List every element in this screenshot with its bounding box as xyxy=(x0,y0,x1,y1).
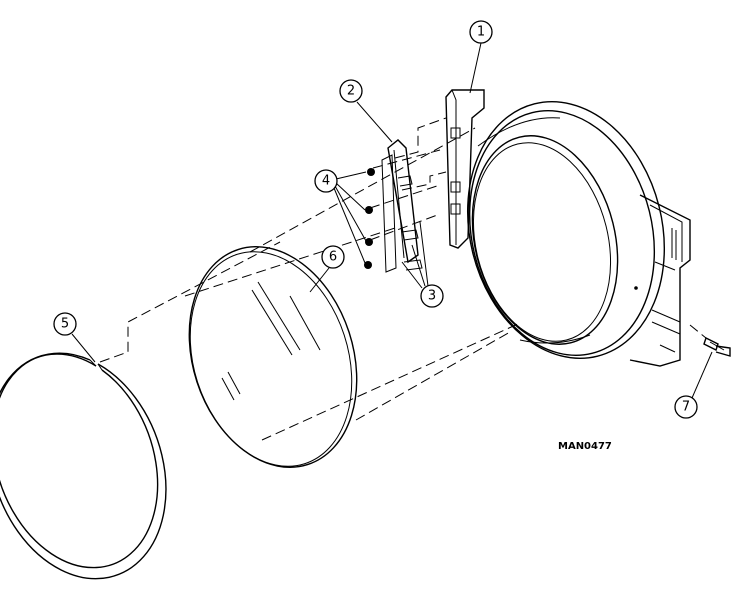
callout-3: 3 xyxy=(420,284,444,308)
callout-2: 2 xyxy=(339,79,363,103)
assembly-lines xyxy=(99,117,707,441)
callout-label: 5 xyxy=(61,317,69,332)
callout-5: 5 xyxy=(53,312,77,336)
drawing-code: MAN0477 xyxy=(558,441,612,452)
callout-6: 6 xyxy=(321,245,345,269)
part-hinge-strip xyxy=(381,139,423,273)
part-screw-7 xyxy=(703,337,731,357)
callout-label: 2 xyxy=(347,84,355,99)
callout-label: 6 xyxy=(329,250,337,265)
part-gasket-ring xyxy=(0,352,167,580)
part-glass-pane xyxy=(188,246,358,468)
leader-lines xyxy=(71,42,713,399)
callout-label: 1 xyxy=(477,25,485,40)
callout-label: 4 xyxy=(322,174,330,189)
callout-7: 7 xyxy=(674,395,698,419)
callout-label: 3 xyxy=(428,289,436,304)
callout-1: 1 xyxy=(469,20,493,44)
callout-label: 7 xyxy=(682,400,690,415)
part-door-frame xyxy=(445,89,691,367)
part-screws xyxy=(364,168,375,269)
callout-4: 4 xyxy=(314,169,338,193)
